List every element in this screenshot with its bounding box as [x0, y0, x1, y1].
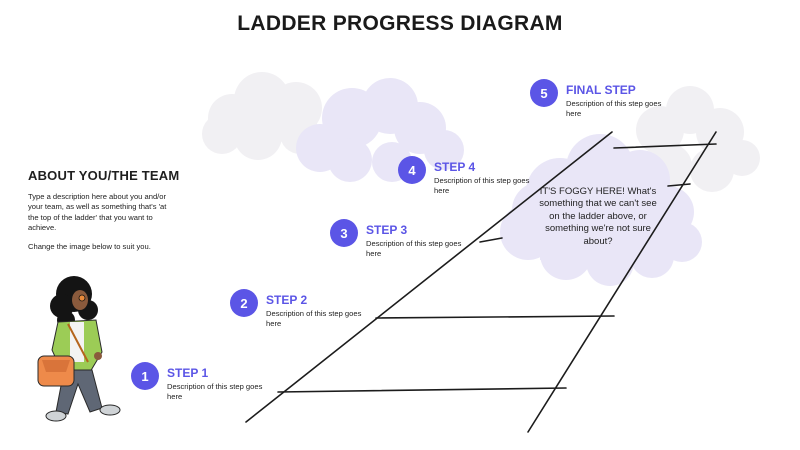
step-3-description: Description of this step goes here: [366, 239, 462, 259]
cloud-right-icon: [636, 86, 760, 192]
step-4-description: Description of this step goes here: [434, 176, 530, 196]
step-4-number: 4: [398, 156, 426, 184]
step-3-number: 3: [330, 219, 358, 247]
step-2-number: 2: [230, 289, 258, 317]
about-heading: ABOUT YOU/THE TEAM: [28, 168, 180, 183]
step-3-label: STEP 3: [366, 223, 408, 237]
fog-cloud-icon: [500, 134, 702, 286]
step-1-description: Description of this step goes here: [167, 382, 263, 402]
fog-note: IT'S FOGGY HERE! What's something that w…: [539, 186, 657, 247]
about-paragraph-1: Type a description here about you and/or…: [28, 192, 167, 233]
page-title: LADDER PROGRESS DIAGRAM: [237, 12, 563, 35]
about-description: Type a description here about you and/or…: [28, 192, 168, 260]
cloud-left-icon: [202, 72, 322, 160]
step-4-label: STEP 4: [434, 160, 476, 174]
step-1-number: 1: [131, 362, 159, 390]
step-2-description: Description of this step goes here: [266, 309, 362, 329]
step-5-description: Description of this step goes here: [566, 99, 662, 119]
step-1-label: STEP 1: [167, 366, 209, 380]
ladder-drawing: [245, 131, 717, 433]
step-5-label: FINAL STEP: [566, 83, 636, 97]
about-paragraph-2: Change the image below to suit you.: [28, 241, 151, 251]
walking-person-illustration: [37, 276, 121, 422]
cloud-middle-icon: [296, 78, 464, 182]
step-5-number: 5: [530, 79, 558, 107]
step-2-label: STEP 2: [266, 293, 308, 307]
